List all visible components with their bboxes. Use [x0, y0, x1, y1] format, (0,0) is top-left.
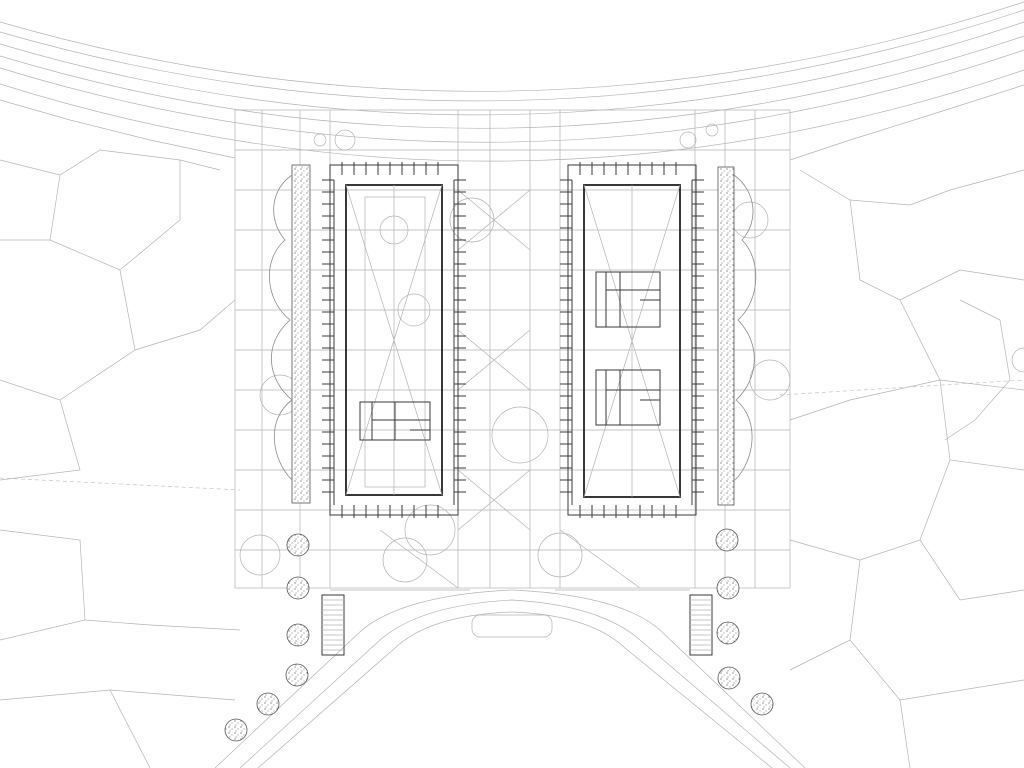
west-building — [329, 164, 459, 516]
tree-icon — [224, 718, 248, 742]
curved-road — [0, 1, 1024, 162]
east-building — [567, 164, 697, 516]
west-neighbouring-buildings — [0, 99, 241, 768]
south-roads — [214, 589, 806, 768]
shrub-outlines — [268, 174, 757, 481]
tree-icon — [750, 692, 774, 716]
west-planter-strip — [291, 164, 311, 504]
tree-icon — [286, 576, 310, 600]
plaza-canopy-circles — [239, 123, 791, 583]
tree-icon — [286, 533, 310, 557]
tree-icon — [715, 528, 739, 552]
entrance-steps — [321, 594, 713, 656]
east-neighbouring-buildings — [779, 84, 1024, 768]
tree-icon — [717, 666, 741, 690]
plaza-paving-grid — [234, 109, 791, 589]
tree-icon — [716, 576, 740, 600]
tree-icon — [716, 621, 740, 645]
tree-icon — [286, 623, 310, 647]
stippled-trees — [224, 528, 774, 742]
east-building-core-south — [595, 369, 661, 426]
east-planter-strip — [717, 166, 735, 506]
facade-fins — [322, 162, 704, 518]
tree-icon — [256, 692, 280, 716]
tree-icon — [285, 663, 309, 687]
